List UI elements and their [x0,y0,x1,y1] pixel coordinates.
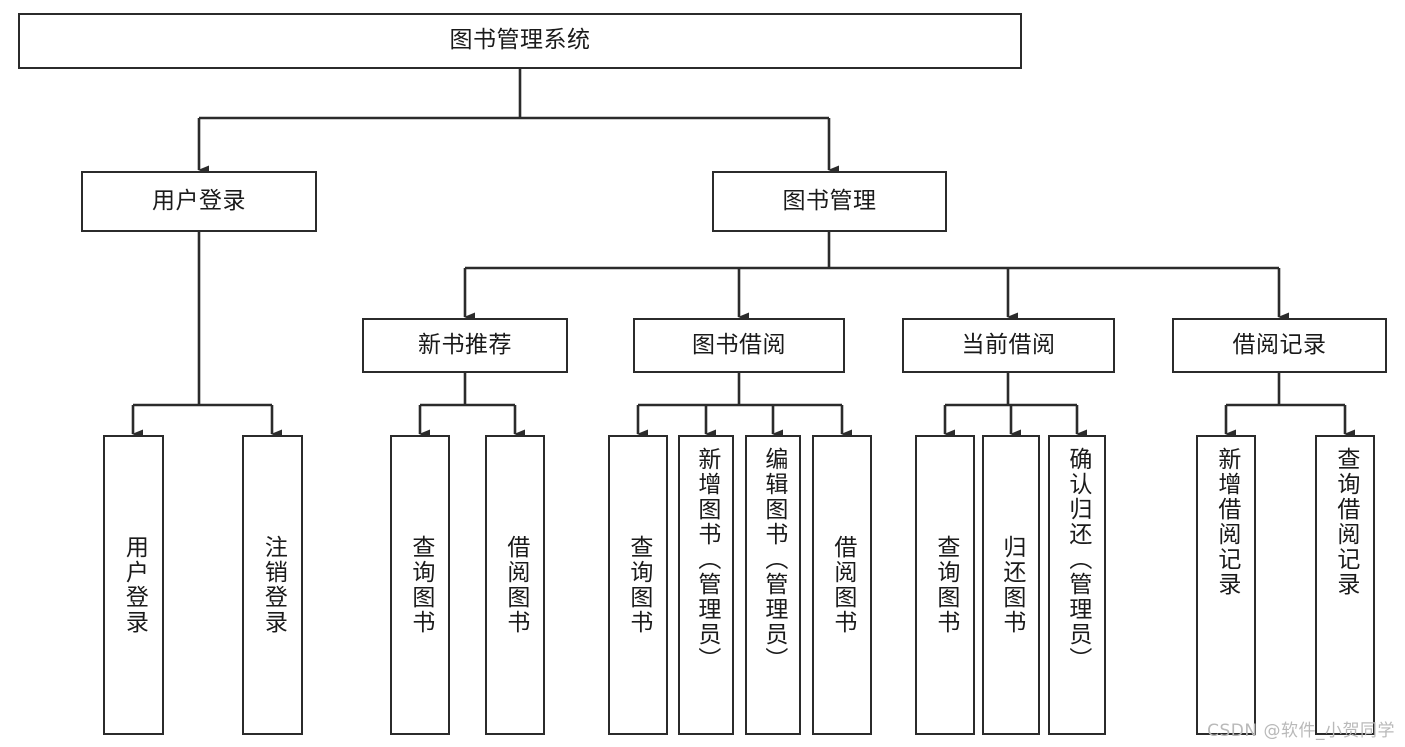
node-leaf-query-book-3[interactable]: 查询图书 [915,435,975,735]
node-label: 用户登录 [121,535,148,635]
node-leaf-logout[interactable]: 注销登录 [242,435,303,735]
node-current-borrow[interactable]: 当前借阅 [902,318,1115,373]
node-label: 新书推荐 [418,331,512,358]
connector-lines [131,69,1355,439]
node-label: 新增图书（管理员） [693,447,720,672]
node-label: 查询图书 [932,535,959,635]
node-label: 借阅图书 [502,535,529,635]
node-label: 借阅图书 [829,535,856,635]
node-leaf-return-book[interactable]: 归还图书 [982,435,1040,735]
node-label: 注销登录 [260,535,287,635]
node-label: 图书管理 [782,187,877,214]
node-leaf-user-login[interactable]: 用户登录 [103,435,164,735]
node-label: 图书借阅 [692,331,786,358]
node-label: 图书管理系统 [449,27,591,54]
node-new-book-recommend[interactable]: 新书推荐 [362,318,568,373]
node-label: 编辑图书（管理员） [760,447,787,672]
node-root-图书管理系统[interactable]: 图书管理系统 [18,13,1022,69]
node-leaf-query-book-2[interactable]: 查询图书 [608,435,668,735]
node-label: 借阅记录 [1232,331,1327,358]
node-leaf-borrow-book-1[interactable]: 借阅图书 [485,435,545,735]
node-leaf-add-book[interactable]: 新增图书（管理员） [678,435,734,735]
node-borrow-record[interactable]: 借阅记录 [1172,318,1387,373]
node-label: 新增借阅记录 [1213,447,1240,597]
node-user-login[interactable]: 用户登录 [81,171,317,232]
node-book-borrow[interactable]: 图书借阅 [633,318,845,373]
node-label: 查询图书 [625,535,652,635]
node-label: 查询借阅记录 [1332,447,1359,597]
node-leaf-query-record[interactable]: 查询借阅记录 [1315,435,1375,735]
node-label: 用户登录 [152,187,246,214]
node-leaf-add-record[interactable]: 新增借阅记录 [1196,435,1256,735]
node-label: 当前借阅 [961,331,1056,358]
node-leaf-borrow-book-2[interactable]: 借阅图书 [812,435,872,735]
node-label: 确认归还（管理员） [1064,447,1091,672]
node-leaf-query-book-1[interactable]: 查询图书 [390,435,450,735]
node-label: 归还图书 [998,535,1025,635]
node-label: 查询图书 [407,535,434,635]
node-book-manage[interactable]: 图书管理 [712,171,947,232]
node-leaf-confirm-return[interactable]: 确认归还（管理员） [1048,435,1106,735]
node-leaf-edit-book[interactable]: 编辑图书（管理员） [745,435,801,735]
